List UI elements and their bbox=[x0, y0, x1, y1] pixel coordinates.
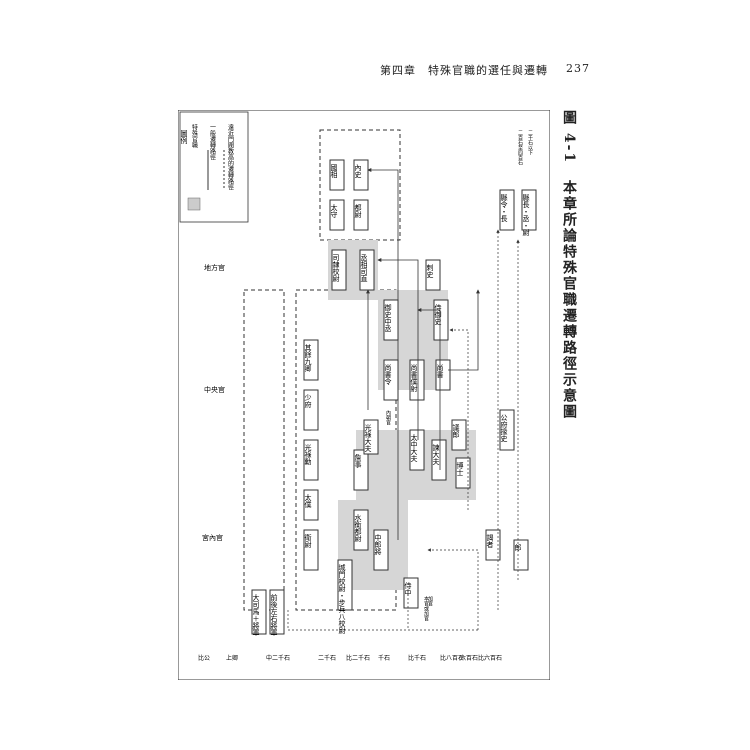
office-zhong-langjiang: 中郎將 bbox=[374, 533, 382, 556]
legend: 圖例 特殊官職 一般遷轉路徑 遠近門閥教高的遷轉路徑 bbox=[179, 111, 249, 223]
legend-item-special: 特殊官職 bbox=[191, 123, 198, 149]
office-yushi-zhongcheng: 御史中丞 bbox=[384, 303, 392, 332]
rank-label: 比千石 bbox=[408, 654, 426, 662]
office-weiwei: 衛尉 bbox=[304, 533, 312, 548]
office-boshi: 博士 bbox=[456, 461, 464, 476]
section-gongnei: 宮內官 bbox=[202, 533, 223, 542]
group-gongnei bbox=[243, 289, 285, 611]
office-shi-yushi: 侍御史 bbox=[434, 304, 442, 326]
office-duwei: 都尉 bbox=[354, 204, 362, 218]
office-guoxiang: 國相 bbox=[330, 164, 338, 179]
office-guanglu-xun: 光祿勳 bbox=[304, 443, 312, 466]
legend-item-normal: 一般遷轉路徑 bbox=[209, 124, 216, 160]
chapter-title: 第四章 特殊官職的選任與遷轉 bbox=[380, 64, 548, 77]
office-cishi: 刺史 bbox=[426, 263, 434, 279]
office-shangshu-ling: 尚書令 bbox=[384, 363, 392, 386]
paths-normal bbox=[366, 168, 480, 540]
office-sili-xiaowei: 司隸校尉 bbox=[332, 254, 340, 282]
office-shizhong: 侍中 bbox=[404, 582, 412, 597]
note-jiaguan: 加官 bbox=[427, 595, 433, 607]
legend-item-elite: 遠近門閥教高的遷轉路徑 bbox=[227, 123, 234, 190]
rank-label: 上卿 bbox=[226, 654, 238, 662]
office-gongfu-yuanshi: 公府掾史 bbox=[500, 414, 508, 443]
office-shangshu-puye: 尚書僕射 bbox=[410, 363, 418, 393]
office-chengmen: 城門校尉・步兵八校尉 bbox=[338, 564, 346, 634]
office-shuiheng: 水衡都尉 bbox=[354, 513, 362, 542]
office-taipu: 太僕 bbox=[304, 493, 312, 509]
rank-label: 比六百石 bbox=[478, 654, 502, 662]
paths-elite bbox=[287, 229, 520, 631]
rank-label: 比公 bbox=[198, 654, 210, 662]
office-qianhou: 前後左右將軍 bbox=[270, 593, 278, 636]
figure-frame bbox=[177, 109, 551, 681]
group-difang bbox=[319, 129, 401, 241]
office-yilang: 議郎 bbox=[452, 423, 460, 439]
rank-label: 中二千石 bbox=[266, 654, 290, 662]
office-sanfu-jiuqing: 其餘九卿 bbox=[304, 344, 312, 373]
office-da-sima: 大司馬＋將軍 bbox=[252, 593, 260, 636]
running-header: 第四章 特殊官職的選任與遷轉 237 bbox=[380, 62, 590, 80]
office-taizhong-dafu: 太中大夫 bbox=[410, 433, 418, 463]
office-chengxiang-sizhi: 丞相司直 bbox=[360, 253, 368, 282]
section-difang: 地方官 bbox=[204, 263, 225, 272]
office-neishi: 內史 bbox=[354, 163, 362, 179]
office-changshi-xian: 縣長・丞・尉 bbox=[522, 193, 530, 236]
office-shaofu: 少府 bbox=[304, 394, 312, 409]
figure-caption: 圖 4-1 本章所論特殊官職遷轉路徑示意圖 bbox=[561, 110, 577, 421]
rank-label: 二千石 bbox=[318, 654, 336, 662]
page-number: 237 bbox=[566, 62, 590, 75]
rank-label: 比二千石 bbox=[346, 654, 370, 662]
office-zhanshi: 詹事 bbox=[354, 453, 362, 468]
rank-label: 比八百石 bbox=[440, 654, 464, 662]
section-zhongyang: 中央官 bbox=[204, 385, 225, 394]
figure-diagram: 圖例 特殊官職 一般遷轉路徑 遠近門閥教高的遷轉路徑 比公 上卿 中二千石 二千… bbox=[177, 109, 551, 681]
office-xianling: 縣令・長 bbox=[500, 193, 508, 223]
legend-title: 圖例 bbox=[180, 130, 188, 145]
office-guanglu-dafu: 光祿大夫 bbox=[364, 423, 372, 453]
note-right-top: 二千石以下 bbox=[527, 130, 533, 156]
note-right-top2: 二百石至四百石 bbox=[517, 130, 523, 166]
rank-label: 六百石 bbox=[460, 654, 478, 662]
note-bottom-path: 本官或加官 bbox=[423, 595, 429, 622]
office-yelang: 謁者 bbox=[486, 533, 494, 549]
office-taishou: 太守 bbox=[330, 203, 338, 219]
diagram-svg: 圖例 特殊官職 一般遷轉路徑 遠近門閥教高的遷轉路徑 比公 上卿 中二千石 二千… bbox=[177, 109, 551, 681]
office-jian-dafu: 諫大夫 bbox=[432, 443, 440, 466]
rank-label: 千石 bbox=[378, 654, 390, 662]
rank-axis: 比公 上卿 中二千石 二千石 比二千石 千石 比千石 比八百石 六百石 比六百石 bbox=[198, 654, 502, 662]
legend-swatch-special bbox=[187, 197, 201, 211]
note-neichao: 內朝官 bbox=[385, 409, 391, 426]
